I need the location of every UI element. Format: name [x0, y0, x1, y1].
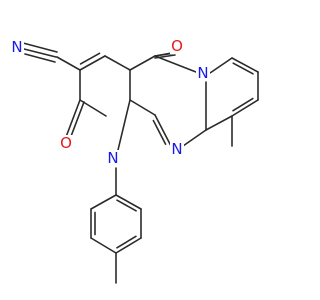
bond-n-c9a — [182, 129, 207, 147]
bond-c4a-c5 — [129, 55, 156, 71]
bond-aryl-4-inner — [116, 235, 137, 249]
bond-triple-nitrile-a — [23, 48, 57, 58]
atom-label-backing — [170, 38, 184, 54]
bond-triple-nitrile-c — [24, 53, 56, 63]
bond-c4-c4a — [104, 55, 131, 71]
atom-label-backing — [106, 150, 120, 166]
molecule-structure: N O N O N N — [10, 37, 259, 284]
atom-label-n-ring-lactam: N — [107, 149, 118, 167]
bond-aryl-4 — [115, 237, 142, 254]
bond-group — [22, 42, 259, 284]
atom-label-backing — [170, 141, 184, 157]
bond-aryl-6-inner — [116, 199, 137, 212]
atom-label-n-bridgehead: N — [197, 64, 208, 82]
bond-c10a-n1-skip — [117, 99, 131, 151]
bond-c2-o-inner — [69, 101, 85, 140]
bond-c2-o — [65, 99, 81, 138]
bond-c3-c4-inner — [79, 52, 101, 65]
bond-n6-c7 — [209, 57, 233, 74]
bond-c5-n6 — [154, 55, 197, 73]
bond-aryl-6 — [115, 194, 142, 210]
atom-label-n-pyrimidine: N — [171, 140, 182, 158]
bond-c11-n-inner — [152, 119, 167, 145]
bond-c7-c8 — [231, 57, 259, 73]
atom-label-n-nitrile: N — [11, 38, 22, 56]
bond-aryl-1 — [90, 194, 117, 210]
bond-nitrile-to-ring — [56, 56, 81, 71]
bond-c11-n — [154, 114, 172, 147]
atom-label-backing — [10, 39, 24, 55]
atom-label-backing — [59, 135, 73, 151]
bond-c9-c10 — [231, 99, 259, 117]
atom-label-o-keto-top: O — [171, 37, 183, 55]
bond-c7-c8-inner — [232, 62, 254, 75]
bond-c10-c9a — [205, 115, 233, 131]
bond-c9-c10-inner — [232, 97, 254, 112]
bond-aryl-3 — [90, 237, 117, 254]
bond-c3-c4 — [79, 55, 106, 71]
atom-label-group: N O N O N N — [10, 37, 210, 167]
bond-c10a-c11 — [129, 99, 156, 116]
atom-label-o-keto-left: O — [60, 134, 72, 152]
atom-label-backing — [196, 65, 210, 81]
bond-triple-nitrile-b — [22, 42, 58, 53]
